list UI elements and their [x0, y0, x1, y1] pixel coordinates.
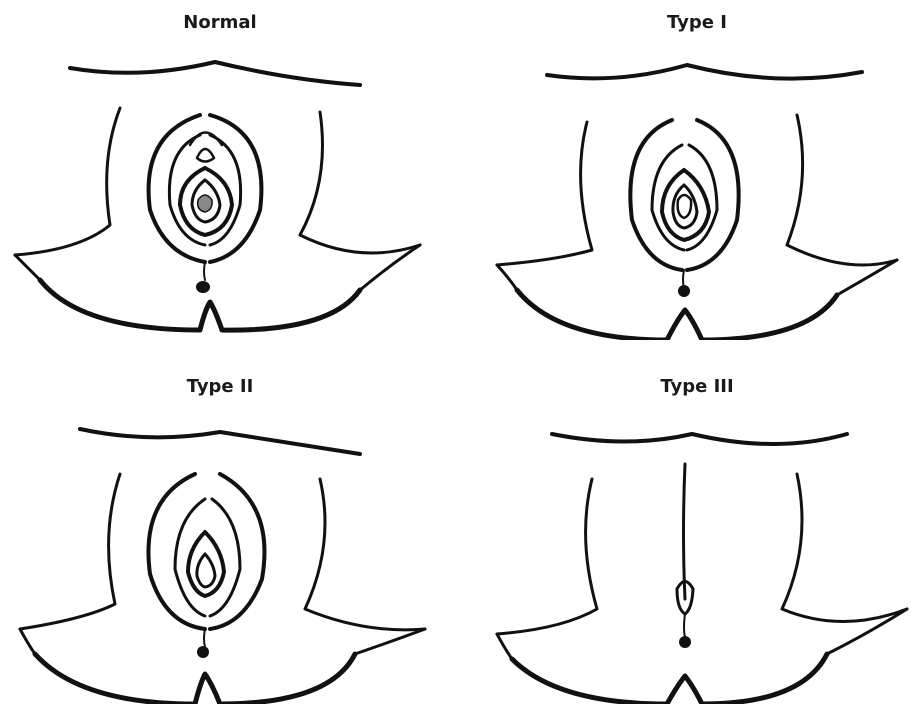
panel-title-type-1: Type I [477, 12, 917, 33]
panel-type-3: Type III [477, 364, 917, 704]
panel-type-2: Type II [0, 364, 440, 704]
panel-title-type-2: Type II [0, 376, 440, 397]
panel-type-1: Type I [477, 0, 917, 340]
panel-normal: Normal [0, 0, 440, 340]
illustration-type-3 [477, 404, 917, 704]
panel-title-type-3: Type III [477, 376, 917, 397]
illustration-type-1 [477, 40, 917, 340]
illustration-normal [0, 40, 440, 340]
panel-title-normal: Normal [0, 12, 440, 33]
illustration-type-2 [0, 404, 440, 704]
